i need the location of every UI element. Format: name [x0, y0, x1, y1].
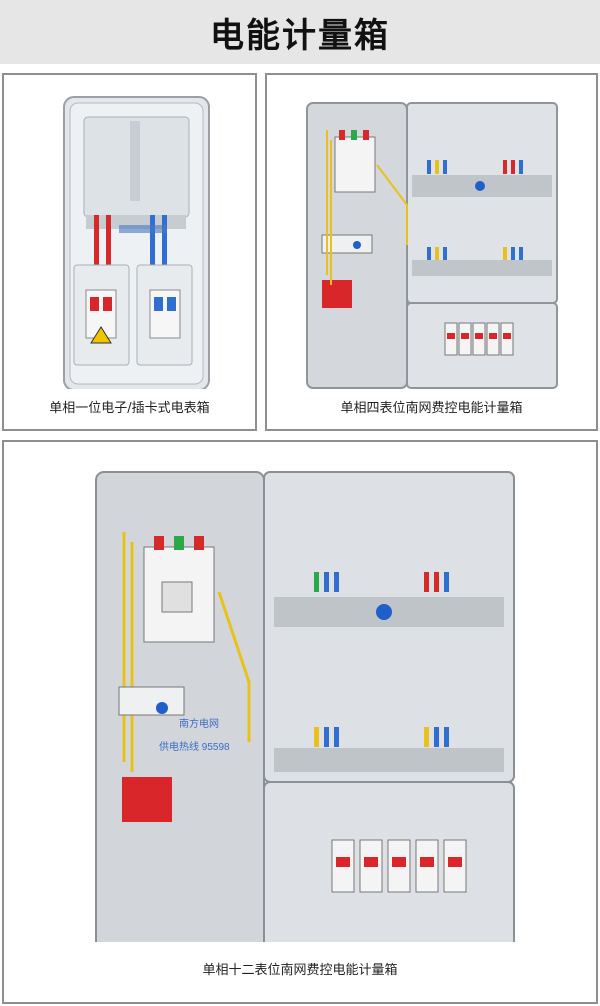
box-text-1: 南方电网: [179, 717, 219, 730]
meter-seats-bottom: [427, 247, 523, 260]
meter-seats-top: [427, 160, 523, 174]
distribution-breakers: [331, 839, 467, 893]
product-card-single-four[interactable]: 单相四表位南网费控电能计量箱: [265, 73, 598, 431]
main-breaker: [143, 536, 215, 643]
meter-box-image: [63, 96, 210, 389]
product-caption: 单相十二表位南网费控电能计量箱: [202, 963, 398, 978]
product-caption: 单相一位电子/插卡式电表箱: [49, 401, 210, 416]
distribution-breakers: [444, 322, 514, 356]
wires: [94, 215, 167, 265]
main-breaker: [334, 130, 376, 193]
meter-seats-upper: [314, 572, 449, 592]
box-text-2: 供电热线 95598: [159, 740, 230, 753]
page-title: 电能计量箱: [210, 15, 390, 56]
meter-box-image: [306, 102, 558, 389]
breaker-right: [149, 289, 181, 339]
product-card-single-one[interactable]: 单相一位电子/插卡式电表箱: [2, 73, 257, 431]
product-caption: 单相四表位南网费控电能计量箱: [340, 401, 523, 416]
product-card-single-twelve[interactable]: 南方电网 供电热线 95598 单相十二表位南网费控电能计量箱: [2, 440, 598, 1004]
breaker-left: [85, 289, 117, 344]
meter-box-image: 南方电网 供电热线 95598: [95, 471, 515, 942]
page-header: 电能计量箱: [0, 0, 600, 64]
meter-seats-lower: [314, 727, 449, 747]
